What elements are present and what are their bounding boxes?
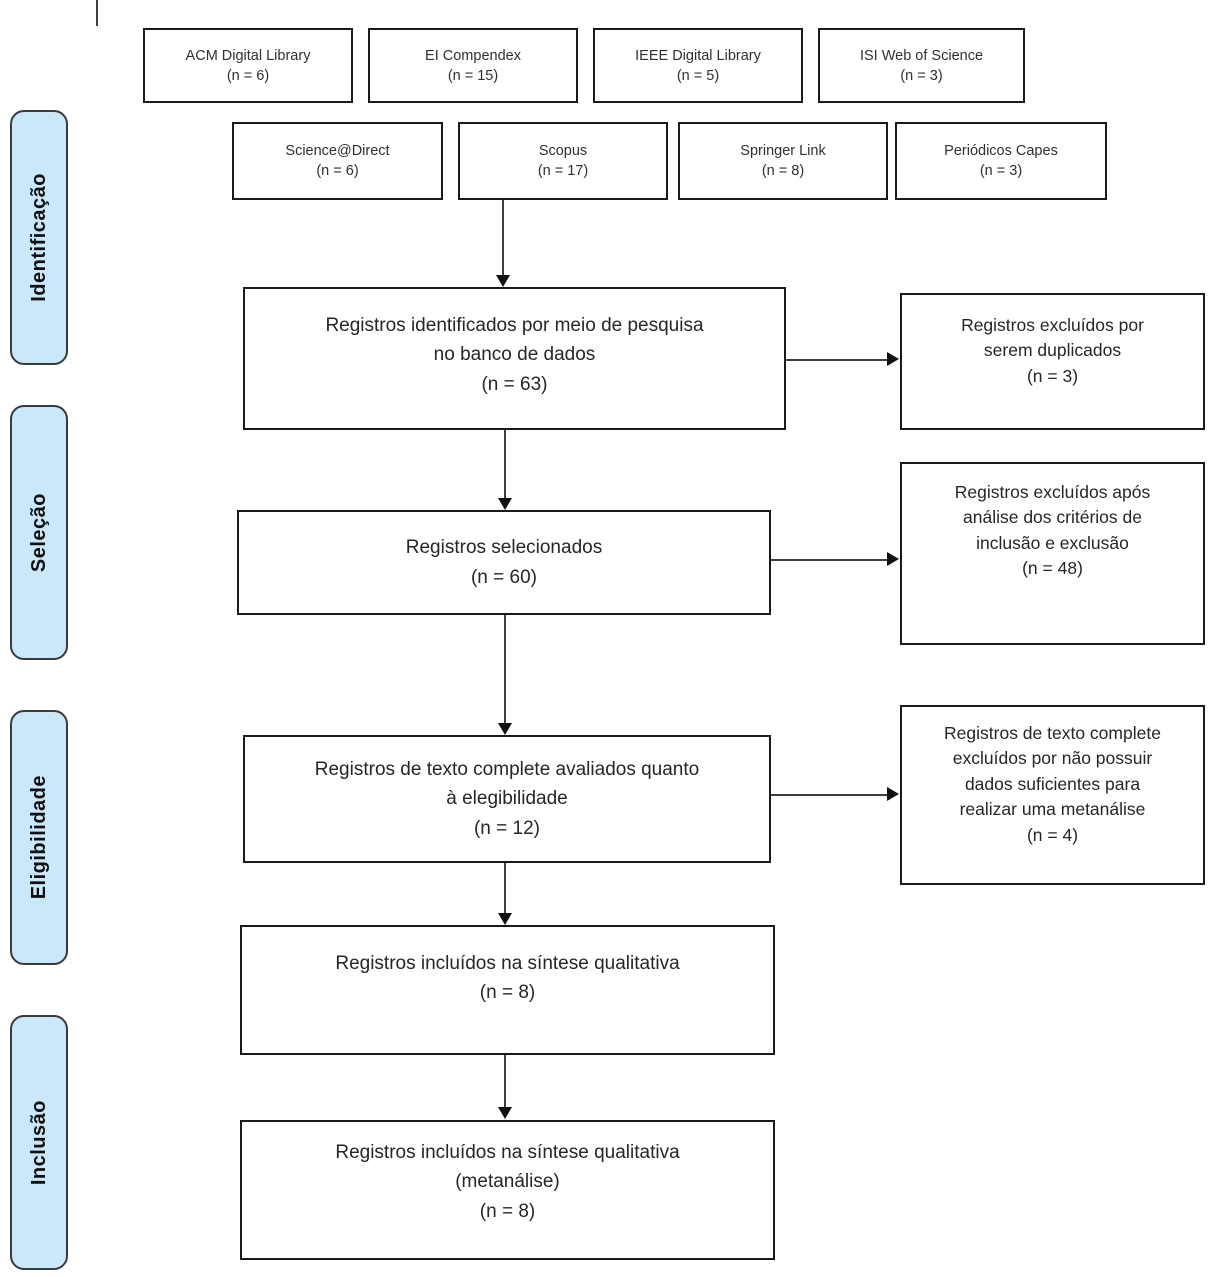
db-box-acm: ACM Digital Library (n = 6) — [143, 28, 353, 103]
arrow-identified-to-duplicates-line — [786, 359, 887, 361]
db-box-sciencedirect: Science@Direct (n = 6) — [232, 122, 443, 200]
box-text-line: (metanálise) — [455, 1171, 560, 1193]
box-count: (n = 48) — [1022, 558, 1083, 579]
arrow-selected-to-fulltext-head — [498, 723, 512, 735]
box-count: (n = 12) — [473, 817, 540, 839]
box-text-line: Registros incluídos na síntese qualitati… — [335, 953, 680, 974]
box-text-line: Registros excluídos após — [954, 482, 1151, 502]
arrow-qualitative-to-meta-head — [498, 1107, 512, 1119]
db-box-isi: ISI Web of Science (n = 3) — [818, 28, 1025, 103]
exclusion-box-duplicates: Registros excluídos por serem duplicados… — [900, 293, 1205, 430]
box-text-line: no banco de dados — [433, 344, 596, 366]
stage-label-eligibilidade: Eligibilidade — [10, 710, 68, 965]
arrow-identified-to-selected-head — [498, 498, 512, 510]
db-name: Springer Link — [740, 143, 826, 159]
db-count: (n = 3) — [979, 163, 1023, 179]
box-text-line: análise dos critérios de — [963, 507, 1142, 528]
db-count: (n = 6) — [226, 67, 270, 84]
box-count: (n = 63) — [481, 373, 548, 395]
box-text-line: inclusão e exclusão — [976, 532, 1129, 553]
db-count: (n = 17) — [537, 163, 589, 179]
arrow-fulltext-to-qualitative-line — [504, 863, 506, 914]
stage-label-identificacao: Identificação — [10, 110, 68, 365]
db-count: (n = 5) — [676, 67, 720, 84]
box-text-line: Registros identificados por meio de pesq… — [325, 315, 704, 336]
flow-box-selected: Registros selecionados (n = 60) — [237, 510, 771, 615]
box-count: (n = 4) — [1026, 824, 1079, 845]
db-name: Scopus — [538, 143, 588, 159]
arrow-databases-to-identified-head — [496, 275, 510, 287]
db-name: Science@Direct — [285, 143, 390, 159]
exclusion-box-criteria: Registros excluídos após análise dos cri… — [900, 462, 1205, 645]
db-name: EI Compendex — [425, 47, 521, 64]
db-count: (n = 15) — [447, 67, 499, 84]
db-box-periodicos-capes: Periódicos Capes (n = 3) — [895, 122, 1107, 200]
db-name: Periódicos Capes — [944, 143, 1058, 159]
stage-label-selecao: Seleção — [10, 405, 68, 660]
box-text-line: dados suficientes para — [964, 773, 1141, 794]
flow-box-qualitative: Registros incluídos na síntese qualitati… — [240, 925, 775, 1055]
flow-box-identified: Registros identificados por meio de pesq… — [243, 287, 786, 430]
arrow-fulltext-to-insufficient-line — [771, 794, 887, 796]
box-text-line: serem duplicados — [983, 340, 1122, 361]
arrow-selected-to-criteria-line — [771, 559, 887, 561]
arrow-selected-to-fulltext-line — [504, 615, 506, 723]
flow-box-metanalysis: Registros incluídos na síntese qualitati… — [240, 1120, 775, 1260]
box-count: (n = 3) — [1026, 365, 1079, 386]
box-text-line: Registros de texto complete — [944, 723, 1161, 743]
top-left-tick-line — [96, 0, 98, 26]
exclusion-box-insufficient: Registros de texto complete excluídos po… — [900, 705, 1205, 885]
db-box-springer: Springer Link (n = 8) — [678, 122, 888, 200]
db-box-ei-compendex: EI Compendex (n = 15) — [368, 28, 578, 103]
arrow-identified-to-duplicates-head — [887, 352, 899, 366]
arrow-fulltext-to-insufficient-head — [887, 787, 899, 801]
box-text-line: Registros selecionados — [405, 537, 603, 559]
db-name: IEEE Digital Library — [635, 47, 761, 64]
arrow-identified-to-selected-line — [504, 430, 506, 498]
box-count: (n = 8) — [479, 1200, 536, 1222]
db-count: (n = 3) — [900, 67, 943, 84]
db-box-ieee: IEEE Digital Library (n = 5) — [593, 28, 803, 103]
box-count: (n = 8) — [479, 982, 536, 1004]
box-text-line: Registros incluídos na síntese qualitati… — [335, 1142, 680, 1163]
box-text-line: Registros de texto complete avaliados qu… — [314, 758, 700, 780]
arrow-fulltext-to-qualitative-head — [498, 913, 512, 925]
box-text-line: Registros excluídos por — [961, 315, 1144, 335]
stage-label-text: Eligibilidade — [27, 775, 50, 900]
db-name: ACM Digital Library — [185, 47, 311, 64]
db-name: ISI Web of Science — [859, 47, 984, 64]
db-count: (n = 8) — [761, 163, 805, 179]
arrow-qualitative-to-meta-line — [504, 1055, 506, 1108]
box-count: (n = 60) — [470, 566, 537, 588]
stage-label-text: Seleção — [27, 492, 50, 573]
arrow-selected-to-criteria-head — [887, 552, 899, 566]
arrow-databases-to-identified-line — [502, 200, 504, 276]
box-text-line: à elegibilidade — [446, 788, 568, 810]
box-text-line: realizar uma metanálise — [959, 799, 1146, 820]
db-count: (n = 6) — [316, 163, 359, 179]
stage-label-text: Identificação — [27, 173, 50, 302]
stage-label-inclusao: Inclusão — [10, 1015, 68, 1270]
db-box-scopus: Scopus (n = 17) — [458, 122, 668, 200]
flow-box-fulltext: Registros de texto complete avaliados qu… — [243, 735, 771, 863]
box-text-line: excluídos por não possuir — [952, 748, 1153, 769]
stage-label-text: Inclusão — [27, 1099, 50, 1186]
